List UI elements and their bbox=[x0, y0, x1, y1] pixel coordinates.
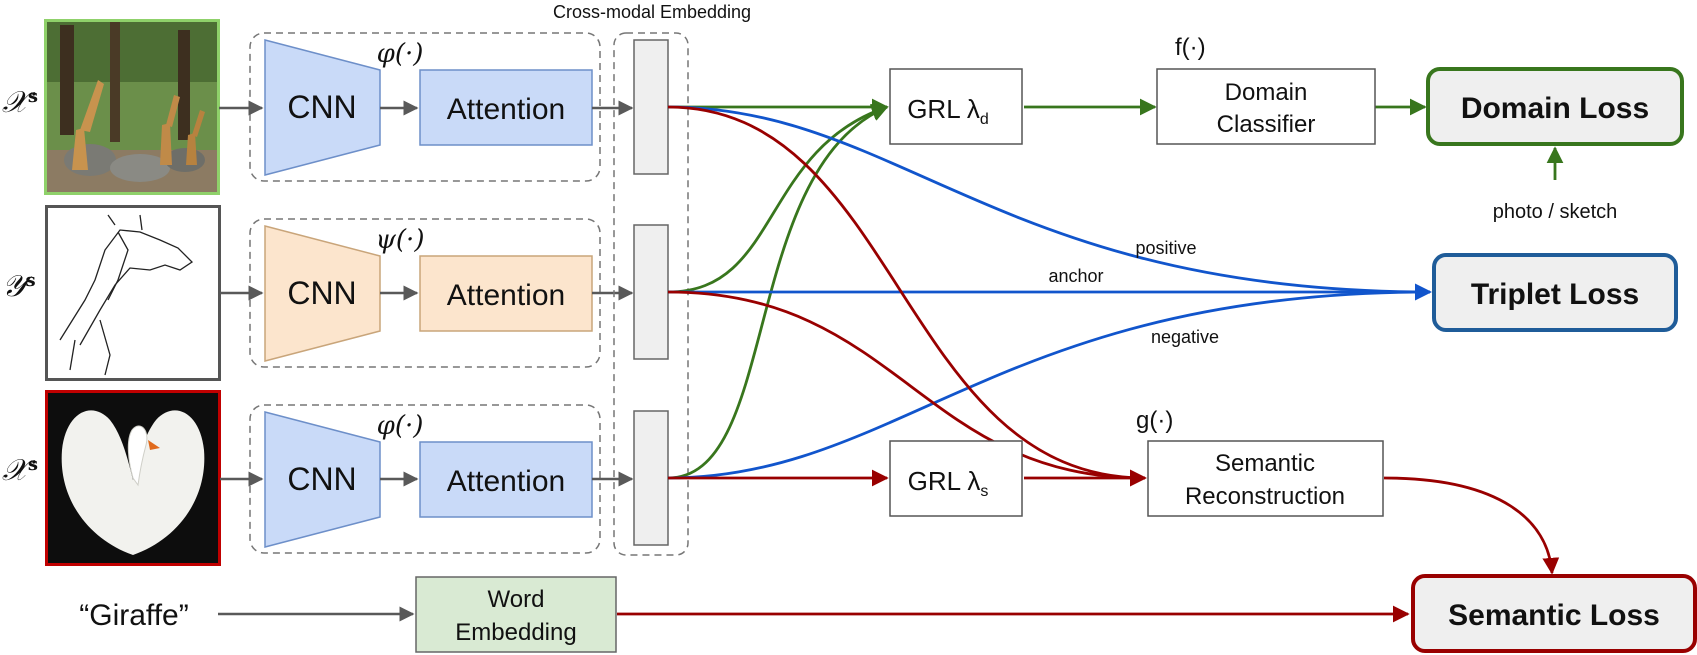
label-negative: negative bbox=[1151, 327, 1219, 347]
input-label-y: 𝒴s bbox=[2, 269, 36, 304]
semantic-loss-block bbox=[1411, 574, 1697, 653]
grl-d-block bbox=[889, 68, 1023, 145]
input-photo-giraffe bbox=[44, 19, 220, 195]
attention-label-3: Attention bbox=[447, 465, 565, 498]
input-label-x-1: 𝒳s bbox=[2, 85, 38, 120]
semantic-reconstruction-line-2: Reconstruction bbox=[1185, 483, 1345, 510]
grl-s-label: GRL λs bbox=[908, 466, 989, 500]
embedding-vector-3 bbox=[633, 410, 669, 546]
cnn-block-3 bbox=[264, 411, 381, 548]
word-input-label: “Giraffe” bbox=[79, 599, 188, 632]
green-arrow-2 bbox=[667, 103, 889, 294]
grl-s-block bbox=[889, 440, 1023, 517]
domain-loss-block bbox=[1426, 67, 1684, 146]
embedding-vector-2 bbox=[633, 224, 669, 360]
attention-label-1: Attention bbox=[447, 93, 565, 126]
cnn-label-2: CNN bbox=[287, 275, 356, 311]
triplet-loss-block bbox=[1432, 253, 1678, 332]
cross-modal-container bbox=[613, 32, 689, 556]
attention-block-2 bbox=[419, 255, 593, 332]
cnn-block-2 bbox=[264, 225, 381, 362]
cnn-label-1: CNN bbox=[287, 89, 356, 125]
blue-arrow-negative bbox=[667, 283, 1432, 480]
semantic-reconstruction-block bbox=[1147, 440, 1384, 517]
semantic-loss-label: Semantic Loss bbox=[1448, 599, 1660, 632]
green-arrow-3 bbox=[667, 105, 889, 480]
domain-func-label: f(·) bbox=[1175, 34, 1206, 61]
attention-label-2: Attention bbox=[447, 279, 565, 312]
cnn-block-1 bbox=[264, 39, 381, 176]
domain-classifier-line-2: Classifier bbox=[1217, 111, 1316, 138]
attention-block-3 bbox=[419, 441, 593, 518]
semantic-func-label: g(·) bbox=[1136, 407, 1173, 434]
word-embedding-block bbox=[415, 576, 617, 653]
input-photo-swan bbox=[45, 390, 221, 566]
phi-func-2: φ(·) bbox=[377, 411, 424, 441]
triplet-loss-label: Triplet Loss bbox=[1471, 278, 1639, 311]
phi-func-1: φ(·) bbox=[377, 39, 424, 69]
embedding-vector-1 bbox=[633, 39, 669, 175]
word-embedding-line-2: Embedding bbox=[455, 619, 576, 646]
red-arrow-2 bbox=[667, 290, 1147, 487]
label-anchor: anchor bbox=[1048, 266, 1103, 286]
label-positive: positive bbox=[1135, 238, 1196, 258]
domain-classifier-block bbox=[1156, 68, 1376, 145]
diagram-title: Cross-modal Embedding bbox=[553, 2, 751, 22]
semantic-reconstruction-line-1: Semantic bbox=[1215, 450, 1315, 477]
input-sketch-giraffe bbox=[45, 205, 221, 381]
psi-func: ψ(·) bbox=[376, 225, 425, 255]
domain-classifier-line-1: Domain bbox=[1225, 79, 1308, 106]
word-embedding-line-1: Word bbox=[488, 586, 545, 613]
domain-loss-label: Domain Loss bbox=[1461, 92, 1649, 125]
red-arrow-1 bbox=[667, 105, 1147, 487]
input-label-x-2: 𝒳s bbox=[2, 453, 38, 488]
grl-d-label: GRL λd bbox=[907, 94, 989, 128]
blue-arrow-positive bbox=[667, 105, 1432, 301]
photo-sketch-label: photo / sketch bbox=[1493, 201, 1618, 223]
cnn-label-3: CNN bbox=[287, 461, 356, 497]
red-arrow-recon-loss bbox=[1383, 476, 1560, 575]
